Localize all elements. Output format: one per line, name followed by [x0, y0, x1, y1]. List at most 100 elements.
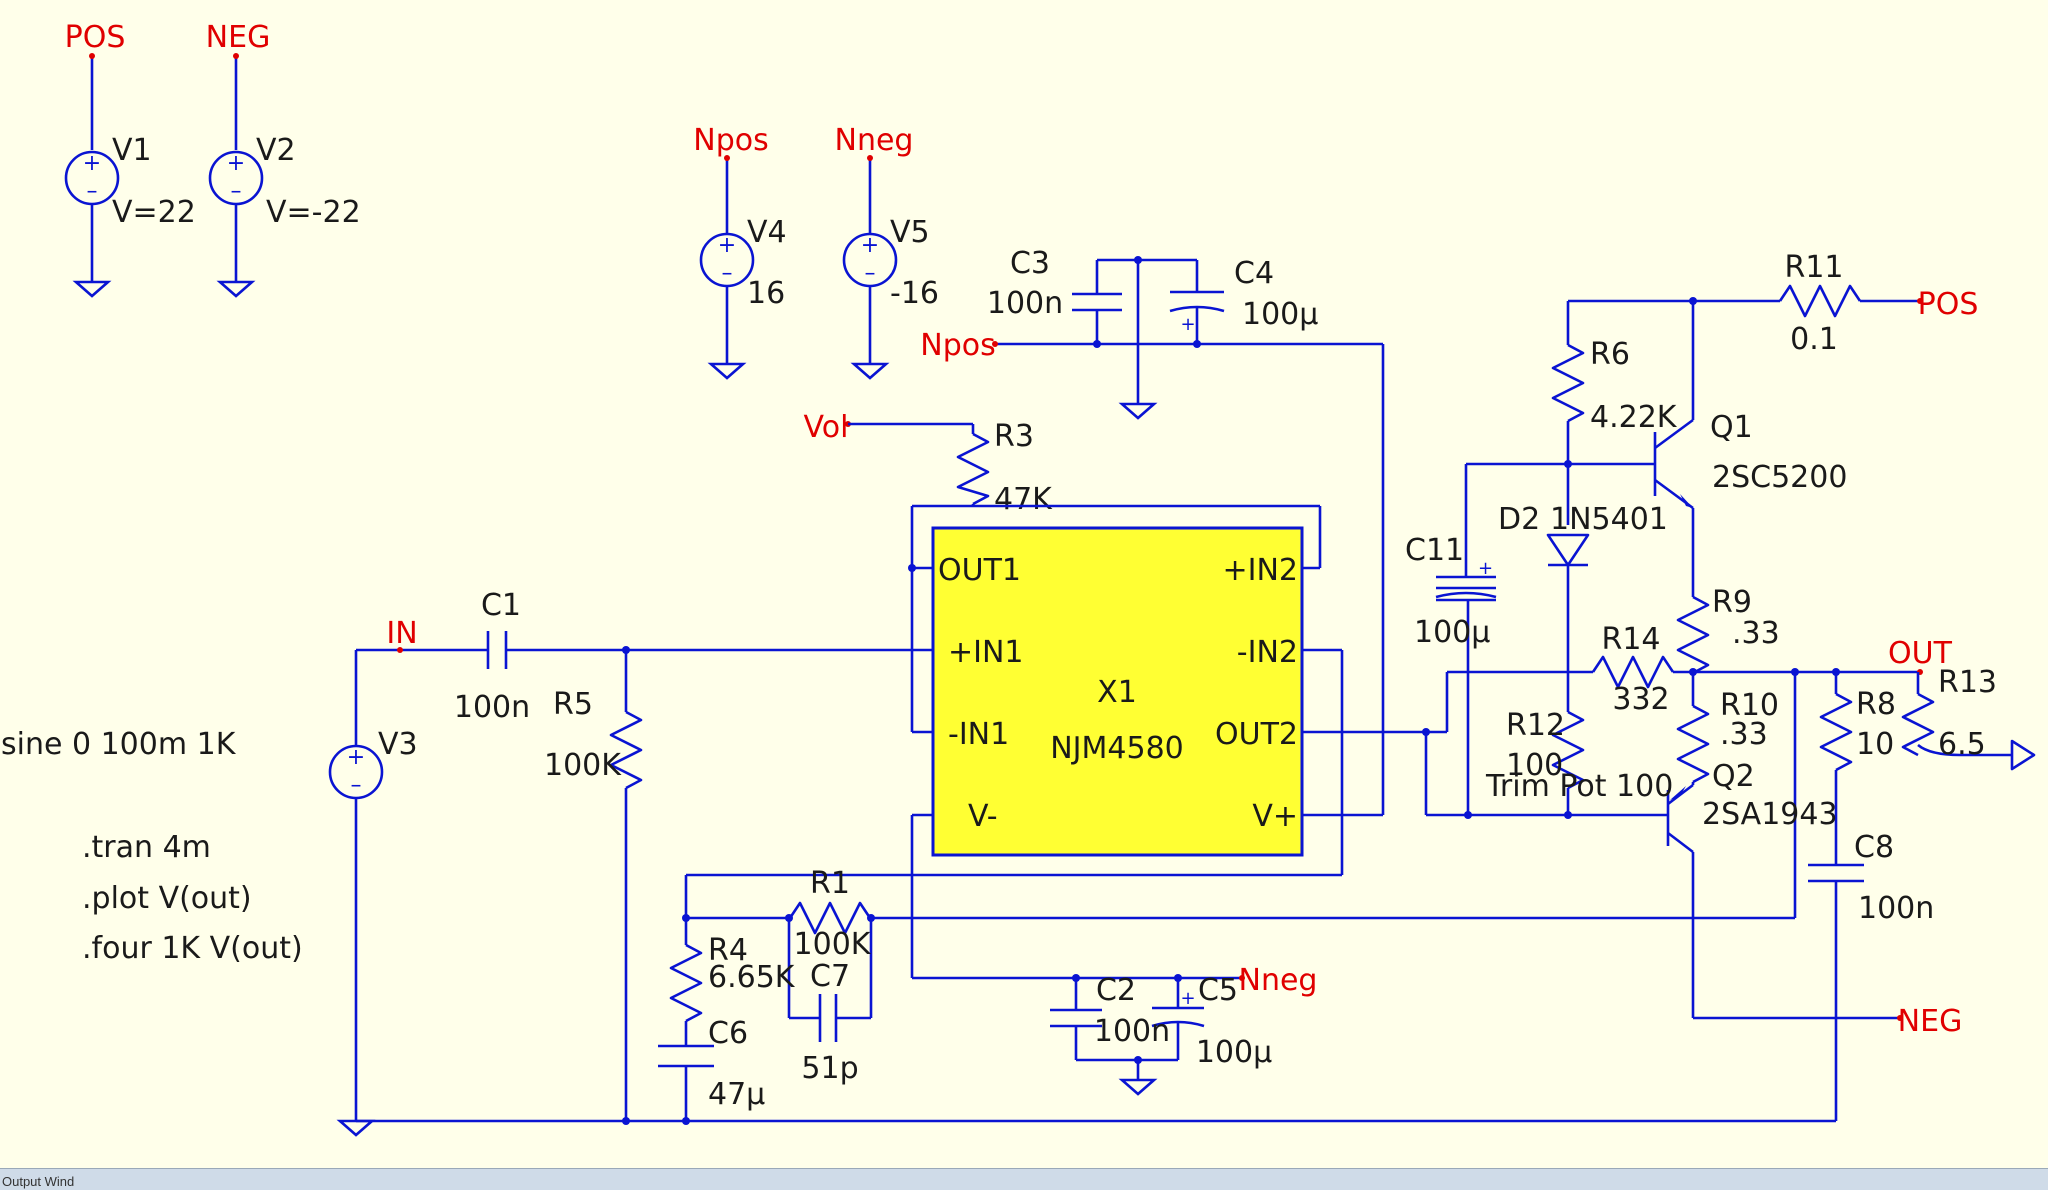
- value-v4: 16: [747, 276, 785, 311]
- voltage-source-v4[interactable]: + –: [699, 155, 755, 380]
- value-r9: .33: [1732, 616, 1780, 651]
- decoupling-network-npos[interactable]: +: [992, 256, 1385, 817]
- value-q2: 2SA1943: [1702, 797, 1838, 832]
- svg-text:–: –: [87, 179, 98, 204]
- svg-text:–: –: [865, 261, 876, 286]
- svg-text:–: –: [231, 179, 242, 204]
- label-q2: Q2: [1712, 759, 1755, 794]
- label-v1: V1: [112, 133, 152, 168]
- svg-text:+: +: [347, 745, 365, 770]
- value-c11: 100µ: [1414, 615, 1490, 650]
- label-r6: R6: [1590, 337, 1630, 372]
- net-label-in: IN: [386, 616, 417, 651]
- feedback-network[interactable]: [622, 901, 1795, 1125]
- label-r3: R3: [994, 419, 1034, 454]
- output-window-bar[interactable]: Output Wind: [0, 1168, 2048, 1190]
- value-c3: 100n: [987, 286, 1063, 321]
- label-q1: Q1: [1710, 410, 1753, 445]
- label-c4: C4: [1234, 256, 1274, 291]
- label-c6: C6: [708, 1016, 748, 1051]
- output-window-label: Output Wind: [2, 1174, 75, 1189]
- value-r10: .33: [1720, 717, 1768, 752]
- opamp-x1[interactable]: [931, 526, 1304, 857]
- net-label-npos: Npos: [693, 123, 768, 158]
- net-label-vol: Vol: [804, 410, 849, 445]
- chip-name: X1: [1097, 675, 1137, 710]
- value-v2: V=-22: [266, 195, 361, 230]
- label-c11: C11: [1405, 533, 1464, 568]
- value-v1: V=22: [112, 195, 196, 230]
- value-c2: 100n: [1094, 1014, 1170, 1049]
- label-r13: R13: [1938, 665, 1997, 700]
- svg-text:+: +: [1180, 988, 1195, 1009]
- pin-vpos: V+: [1252, 799, 1298, 834]
- value-c8: 100n: [1858, 891, 1934, 926]
- value-r3: 47K: [994, 482, 1053, 517]
- label-r5: R5: [553, 687, 593, 722]
- directive-plot: .plot V(out): [82, 881, 252, 916]
- net-label-pos: POS: [65, 20, 126, 55]
- svg-text:+: +: [1180, 314, 1195, 335]
- label-r1: R1: [810, 866, 850, 901]
- directive-four: .four 1K V(out): [82, 931, 303, 966]
- label-c3: C3: [1010, 246, 1050, 281]
- net-label-out: OUT: [1888, 636, 1953, 671]
- pin-in2-minus: -IN2: [1237, 635, 1298, 670]
- label-v3: V3: [378, 727, 418, 762]
- svg-text:+: +: [718, 233, 736, 258]
- value-r6: 4.22K: [1590, 400, 1678, 435]
- value-r11: 0.1: [1790, 322, 1838, 357]
- label-v5: V5: [890, 215, 930, 250]
- label-c2: C2: [1096, 973, 1136, 1008]
- label-r8: R8: [1856, 687, 1896, 722]
- value-c6: 47µ: [708, 1077, 765, 1112]
- resistor-r3[interactable]: [845, 421, 990, 506]
- value-r13: 6.5: [1938, 727, 1986, 762]
- value-r14: 332: [1612, 682, 1669, 717]
- value-q1: 2SC5200: [1712, 460, 1847, 495]
- svg-text:+: +: [227, 151, 245, 176]
- svg-text:+: +: [1478, 558, 1493, 579]
- pin-in2-plus: +IN2: [1222, 553, 1298, 588]
- decoupling-network-nneg[interactable]: +: [912, 974, 1245, 1096]
- label-c8: C8: [1854, 830, 1894, 865]
- pin-in1-plus: +IN1: [948, 635, 1024, 670]
- voltage-source-v5[interactable]: + –: [842, 155, 898, 380]
- label-v2: V2: [256, 133, 296, 168]
- value-c4: 100µ: [1242, 297, 1318, 332]
- value-r5: 100K: [544, 748, 622, 783]
- svg-text:–: –: [722, 261, 733, 286]
- value-r8: 10: [1856, 727, 1894, 762]
- pin-out1: OUT1: [938, 553, 1021, 588]
- value-d2: 1N5401: [1550, 502, 1668, 537]
- label-r9: R9: [1712, 585, 1752, 620]
- label-c1: C1: [481, 588, 521, 623]
- net-label-npos-2: Npos: [920, 328, 995, 363]
- voltage-source-v2[interactable]: + –: [208, 53, 264, 298]
- chip-part: NJM4580: [1050, 731, 1184, 766]
- label-r14: R14: [1601, 622, 1660, 657]
- net-label-pos-2: POS: [1918, 287, 1979, 322]
- value-v3: sine 0 100m 1K: [1, 727, 237, 762]
- svg-text:–: –: [351, 773, 362, 798]
- pin-out2: OUT2: [1215, 717, 1298, 752]
- opamp-wiring: [684, 504, 1344, 978]
- net-label-neg-2: NEG: [1898, 1004, 1963, 1039]
- note-r12-trim-pot: Trim Pot 100: [1485, 769, 1673, 804]
- value-r12: 100: [1506, 748, 1563, 783]
- input-stage[interactable]: + –: [328, 631, 933, 1137]
- label-d2: D2: [1498, 502, 1540, 537]
- label-r12: R12: [1506, 708, 1565, 743]
- pin-in1-minus: -IN1: [948, 717, 1009, 752]
- label-c7: C7: [810, 959, 850, 994]
- net-label-nneg-2: Nneg: [1239, 963, 1318, 998]
- output-stage[interactable]: +: [1302, 284, 2036, 1121]
- voltage-source-v1[interactable]: + –: [64, 53, 120, 298]
- label-r11: R11: [1784, 250, 1843, 285]
- value-c5: 100µ: [1196, 1035, 1272, 1070]
- net-label-neg: NEG: [206, 20, 271, 55]
- value-r4: 6.65K: [708, 960, 796, 995]
- value-c1: 100n: [454, 690, 530, 725]
- value-c7: 51p: [801, 1051, 858, 1086]
